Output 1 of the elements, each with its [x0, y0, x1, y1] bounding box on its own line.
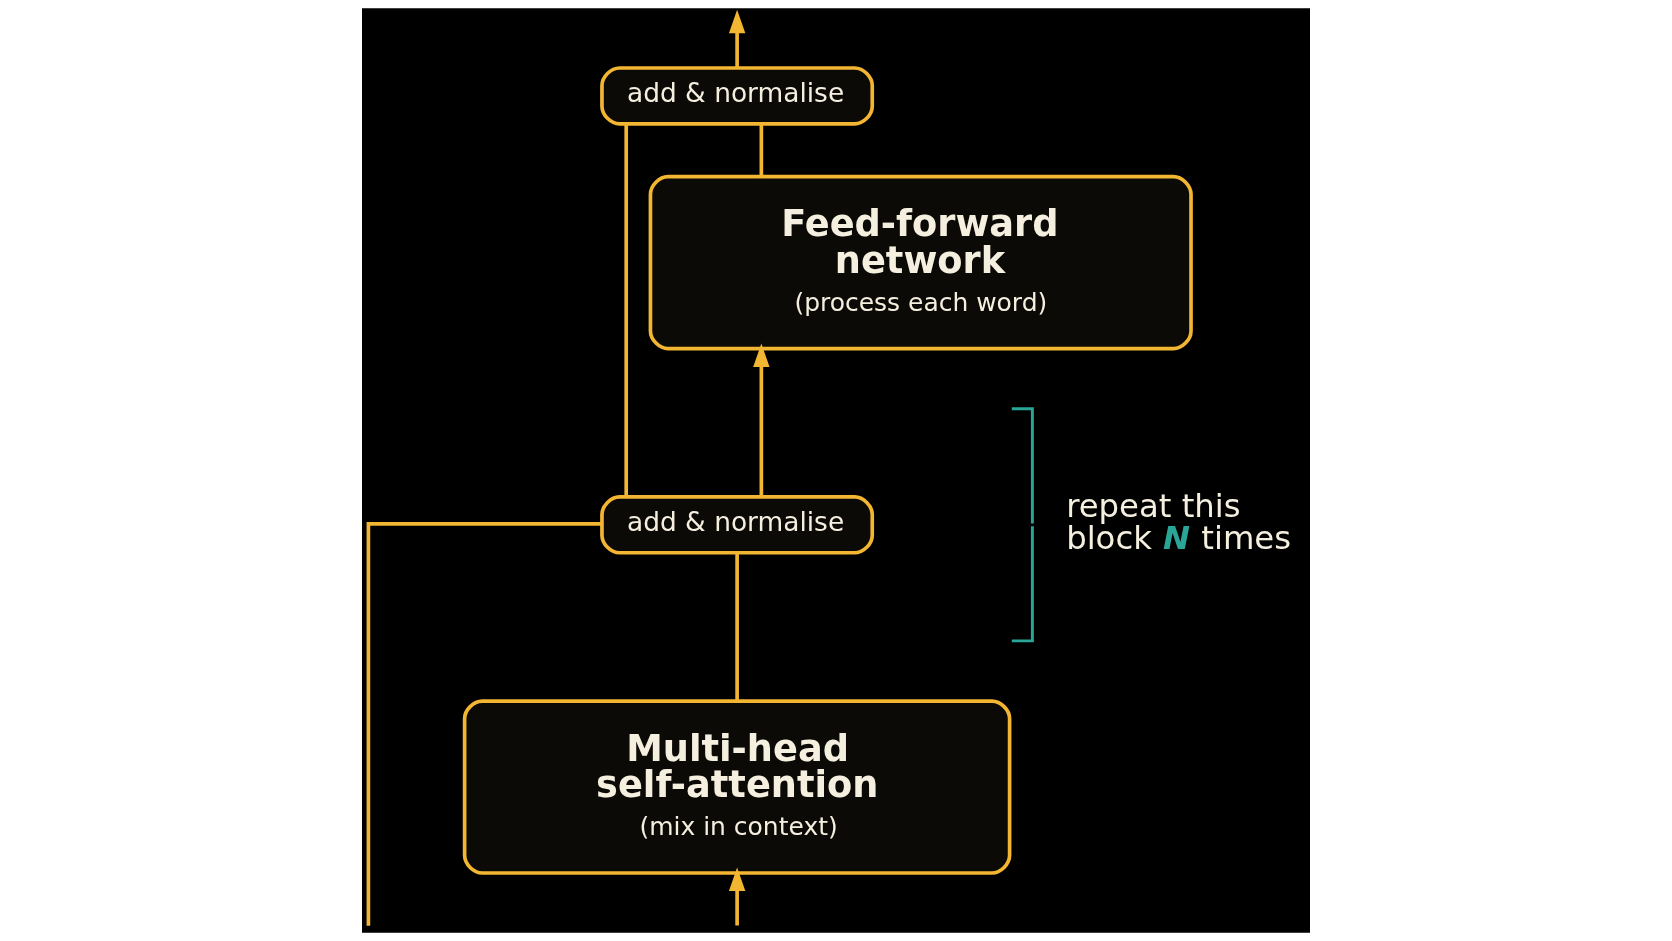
label: repeat this block N times [1066, 486, 1292, 558]
